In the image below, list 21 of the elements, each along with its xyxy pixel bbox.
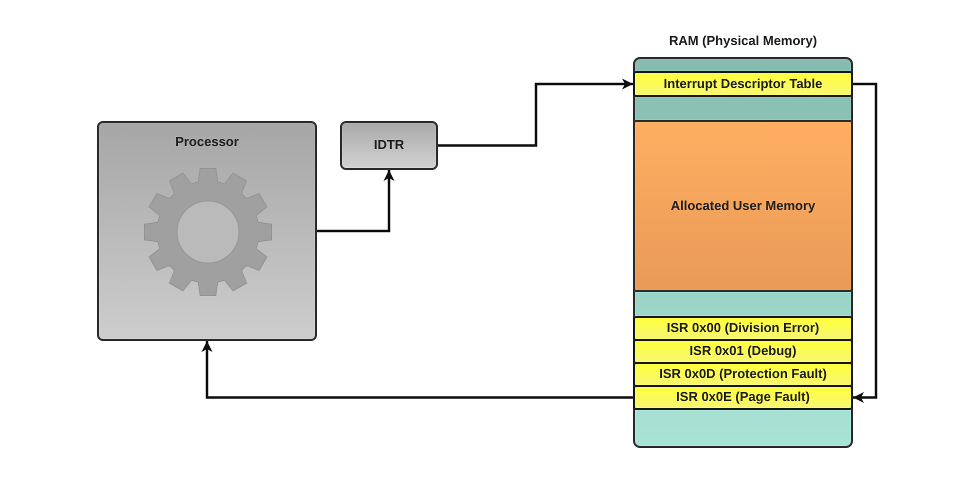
memory-entry xyxy=(633,339,853,364)
block-label: Processor xyxy=(174,135,240,150)
connector-arrow xyxy=(317,170,394,232)
entry-label: ISR 0x0D (Protection Fault) xyxy=(659,367,827,382)
memory-entry xyxy=(633,362,853,387)
entry-label: Interrupt Descriptor Table xyxy=(664,76,822,92)
memory-title: RAM (Physical Memory) xyxy=(668,34,818,49)
connector-arrow xyxy=(202,341,633,399)
region-label: Allocated User Memory xyxy=(670,198,816,214)
memory-region xyxy=(633,120,853,292)
entry-label: ISR 0x00 (Division Error) xyxy=(666,321,820,336)
connector-arrow xyxy=(853,82,878,403)
connector-arrow xyxy=(438,78,633,147)
entry-label: ISR 0x01 (Debug) xyxy=(690,344,796,359)
processor-block xyxy=(97,121,317,341)
register-box xyxy=(340,121,438,170)
memory-entry xyxy=(633,71,853,97)
block-label: IDTR xyxy=(374,138,404,153)
memory-entry xyxy=(633,385,853,410)
memory-entry xyxy=(633,316,853,341)
entry-label: ISR 0x0E (Page Fault) xyxy=(676,390,810,405)
